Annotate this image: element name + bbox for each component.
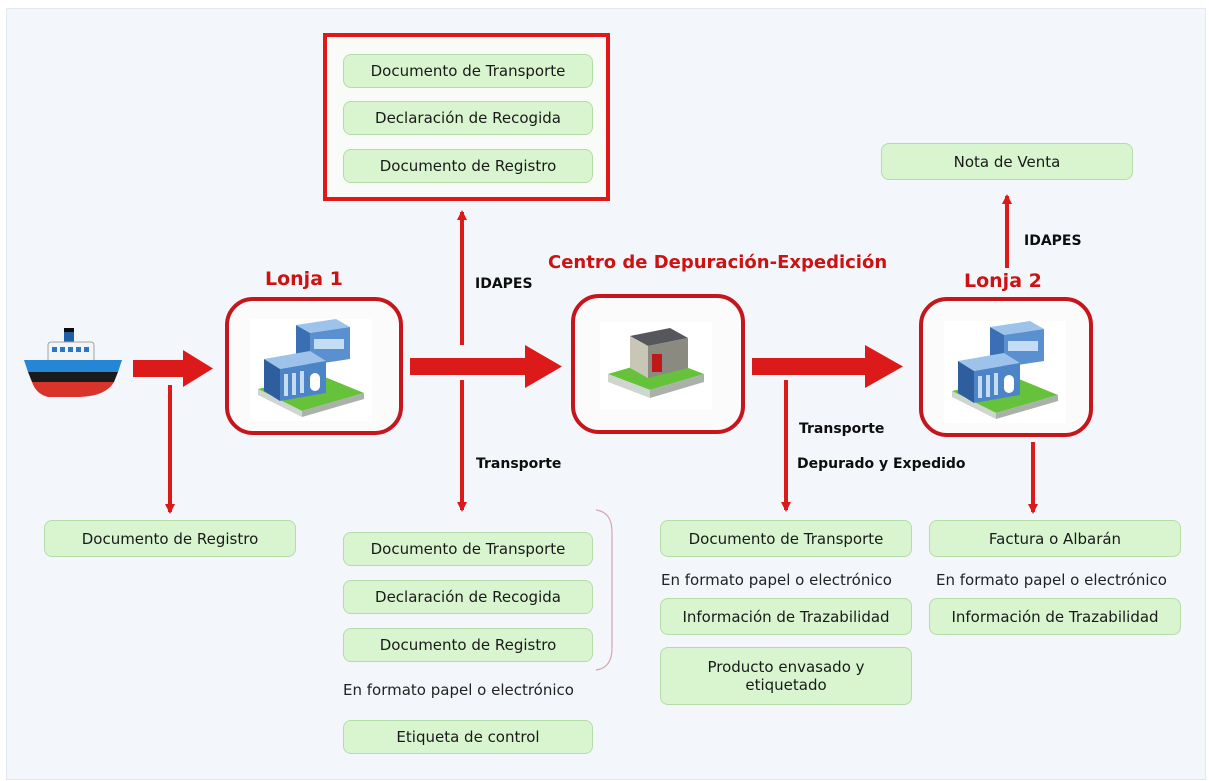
lonja1-title: Lonja 1 — [265, 268, 343, 290]
format-note-lonja2: En formato papel o electrónico — [936, 571, 1167, 589]
centro-title: Centro de Depuración-Expedición — [548, 252, 888, 273]
lonja2-title: Lonja 2 — [964, 270, 1042, 292]
factura-albaran: Factura o Albarán — [929, 520, 1181, 557]
transporte-label-1: Transporte — [476, 456, 562, 472]
trazabilidad-lonja2: Información de Trazabilidad — [929, 598, 1181, 635]
trazabilidad-centro: Información de Trazabilidad — [660, 598, 912, 635]
idapes-label-2: IDAPES — [1024, 233, 1082, 249]
idapes-label-1: IDAPES — [475, 276, 533, 292]
doc-registro-ship: Documento de Registro — [44, 520, 296, 557]
etiqueta-control: Etiqueta de control — [343, 720, 593, 754]
warehouse-icon — [600, 322, 712, 410]
doc-declaracion-lonja1: Declaración de Recogida — [343, 580, 593, 614]
doc-registro-lonja1: Documento de Registro — [343, 628, 593, 662]
format-note-centro: En formato papel o electrónico — [661, 571, 892, 589]
arrow-centro-to-lonja2 — [752, 345, 903, 388]
doc-transporte-lonja1: Documento de Transporte — [343, 532, 593, 566]
doc-transporte-top: Documento de Transporte — [343, 54, 593, 88]
arrow-ship-to-lonja1 — [133, 350, 213, 387]
doc-transporte-centro: Documento de Transporte — [660, 520, 912, 557]
depurado-label: Depurado y Expedido — [797, 456, 966, 472]
ship-icon — [24, 328, 122, 397]
building-icon — [944, 321, 1066, 423]
arrow-lonja1-to-centro — [410, 345, 562, 388]
doc-registro-top: Documento de Registro — [343, 149, 593, 183]
nota-venta: Nota de Venta — [881, 143, 1133, 180]
building-icon — [250, 319, 372, 421]
producto-envasado: Producto envasado y etiquetado — [660, 647, 912, 705]
doc-declaracion-top: Declaración de Recogida — [343, 101, 593, 135]
transporte-label-2: Transporte — [799, 421, 885, 437]
bracket-lonja1-docs — [595, 509, 613, 671]
format-note-lonja1: En formato papel o electrónico — [343, 681, 574, 699]
